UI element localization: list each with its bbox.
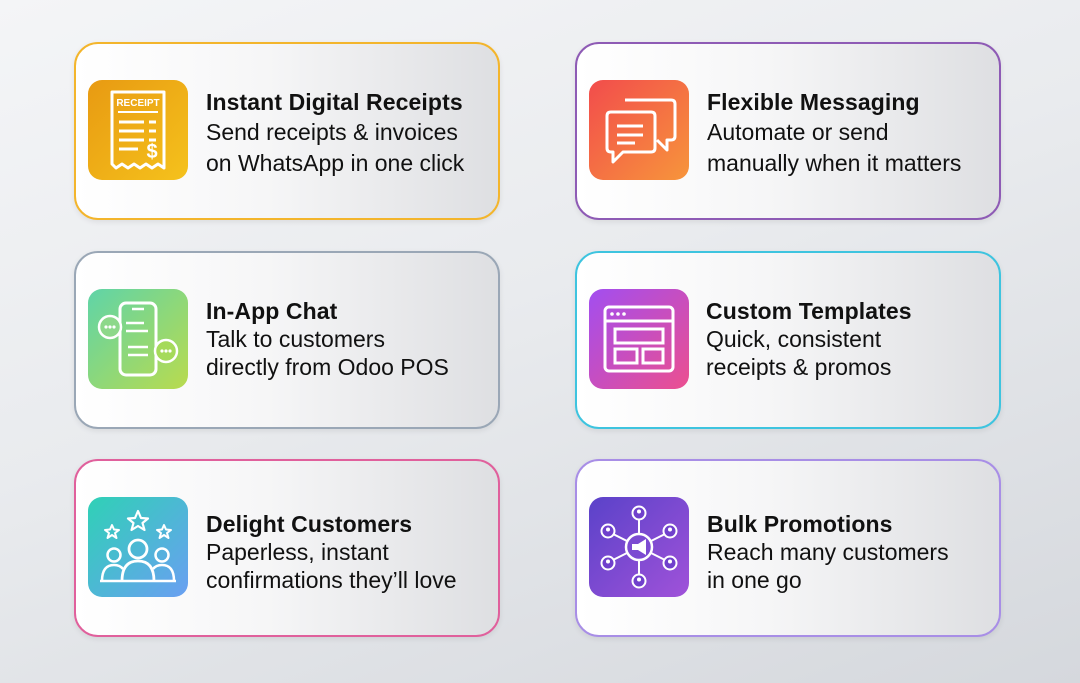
chat-bubbles-icon xyxy=(589,80,689,180)
card-description-line: on WhatsApp in one click xyxy=(206,150,465,176)
card-title: Flexible Messaging xyxy=(707,89,920,115)
card-description-line: Automate or send xyxy=(707,119,889,145)
card-title: In-App Chat xyxy=(206,298,338,324)
feature-card-custom-templates: Custom Templates Quick, consistent recei… xyxy=(575,251,1001,429)
card-description-line: Paperless, instant xyxy=(206,539,389,565)
card-description-line: Reach many customers xyxy=(707,539,949,565)
card-title: Bulk Promotions xyxy=(707,511,893,537)
receipt-icon: RECEIPT $ xyxy=(88,80,188,180)
card-description-line: Send receipts & invoices xyxy=(206,119,458,145)
svg-text:$: $ xyxy=(146,141,157,163)
feature-card-digital-receipts: RECEIPT $ Instant Digital Receipts Send … xyxy=(74,42,500,220)
feature-card-in-app-chat: In-App Chat Talk to customers directly f… xyxy=(74,251,500,429)
card-description-line: manually when it matters xyxy=(707,150,962,176)
card-description-line: Quick, consistent xyxy=(706,326,882,352)
card-title: Instant Digital Receipts xyxy=(206,89,463,115)
feature-card-flexible-messaging: Flexible Messaging Automate or send manu… xyxy=(575,42,1001,220)
phone-chat-icon xyxy=(88,289,188,389)
card-title: Custom Templates xyxy=(706,298,912,324)
card-description-line: directly from Odoo POS xyxy=(206,354,449,380)
happy-customers-icon xyxy=(88,497,188,597)
megaphone-network-icon xyxy=(589,497,689,597)
card-description-line: Talk to customers xyxy=(206,326,385,352)
card-description-line: receipts & promos xyxy=(706,354,892,380)
template-layout-icon xyxy=(589,289,689,389)
card-title: Delight Customers xyxy=(206,511,413,537)
card-description-line: confirmations they’ll love xyxy=(206,567,457,593)
feature-card-delight-customers: Delight Customers Paperless, instant con… xyxy=(74,459,500,637)
feature-card-bulk-promotions: Bulk Promotions Reach many customers in … xyxy=(575,459,1001,637)
receipt-icon-label: RECEIPT xyxy=(116,98,159,109)
card-description-line: in one go xyxy=(707,567,802,593)
